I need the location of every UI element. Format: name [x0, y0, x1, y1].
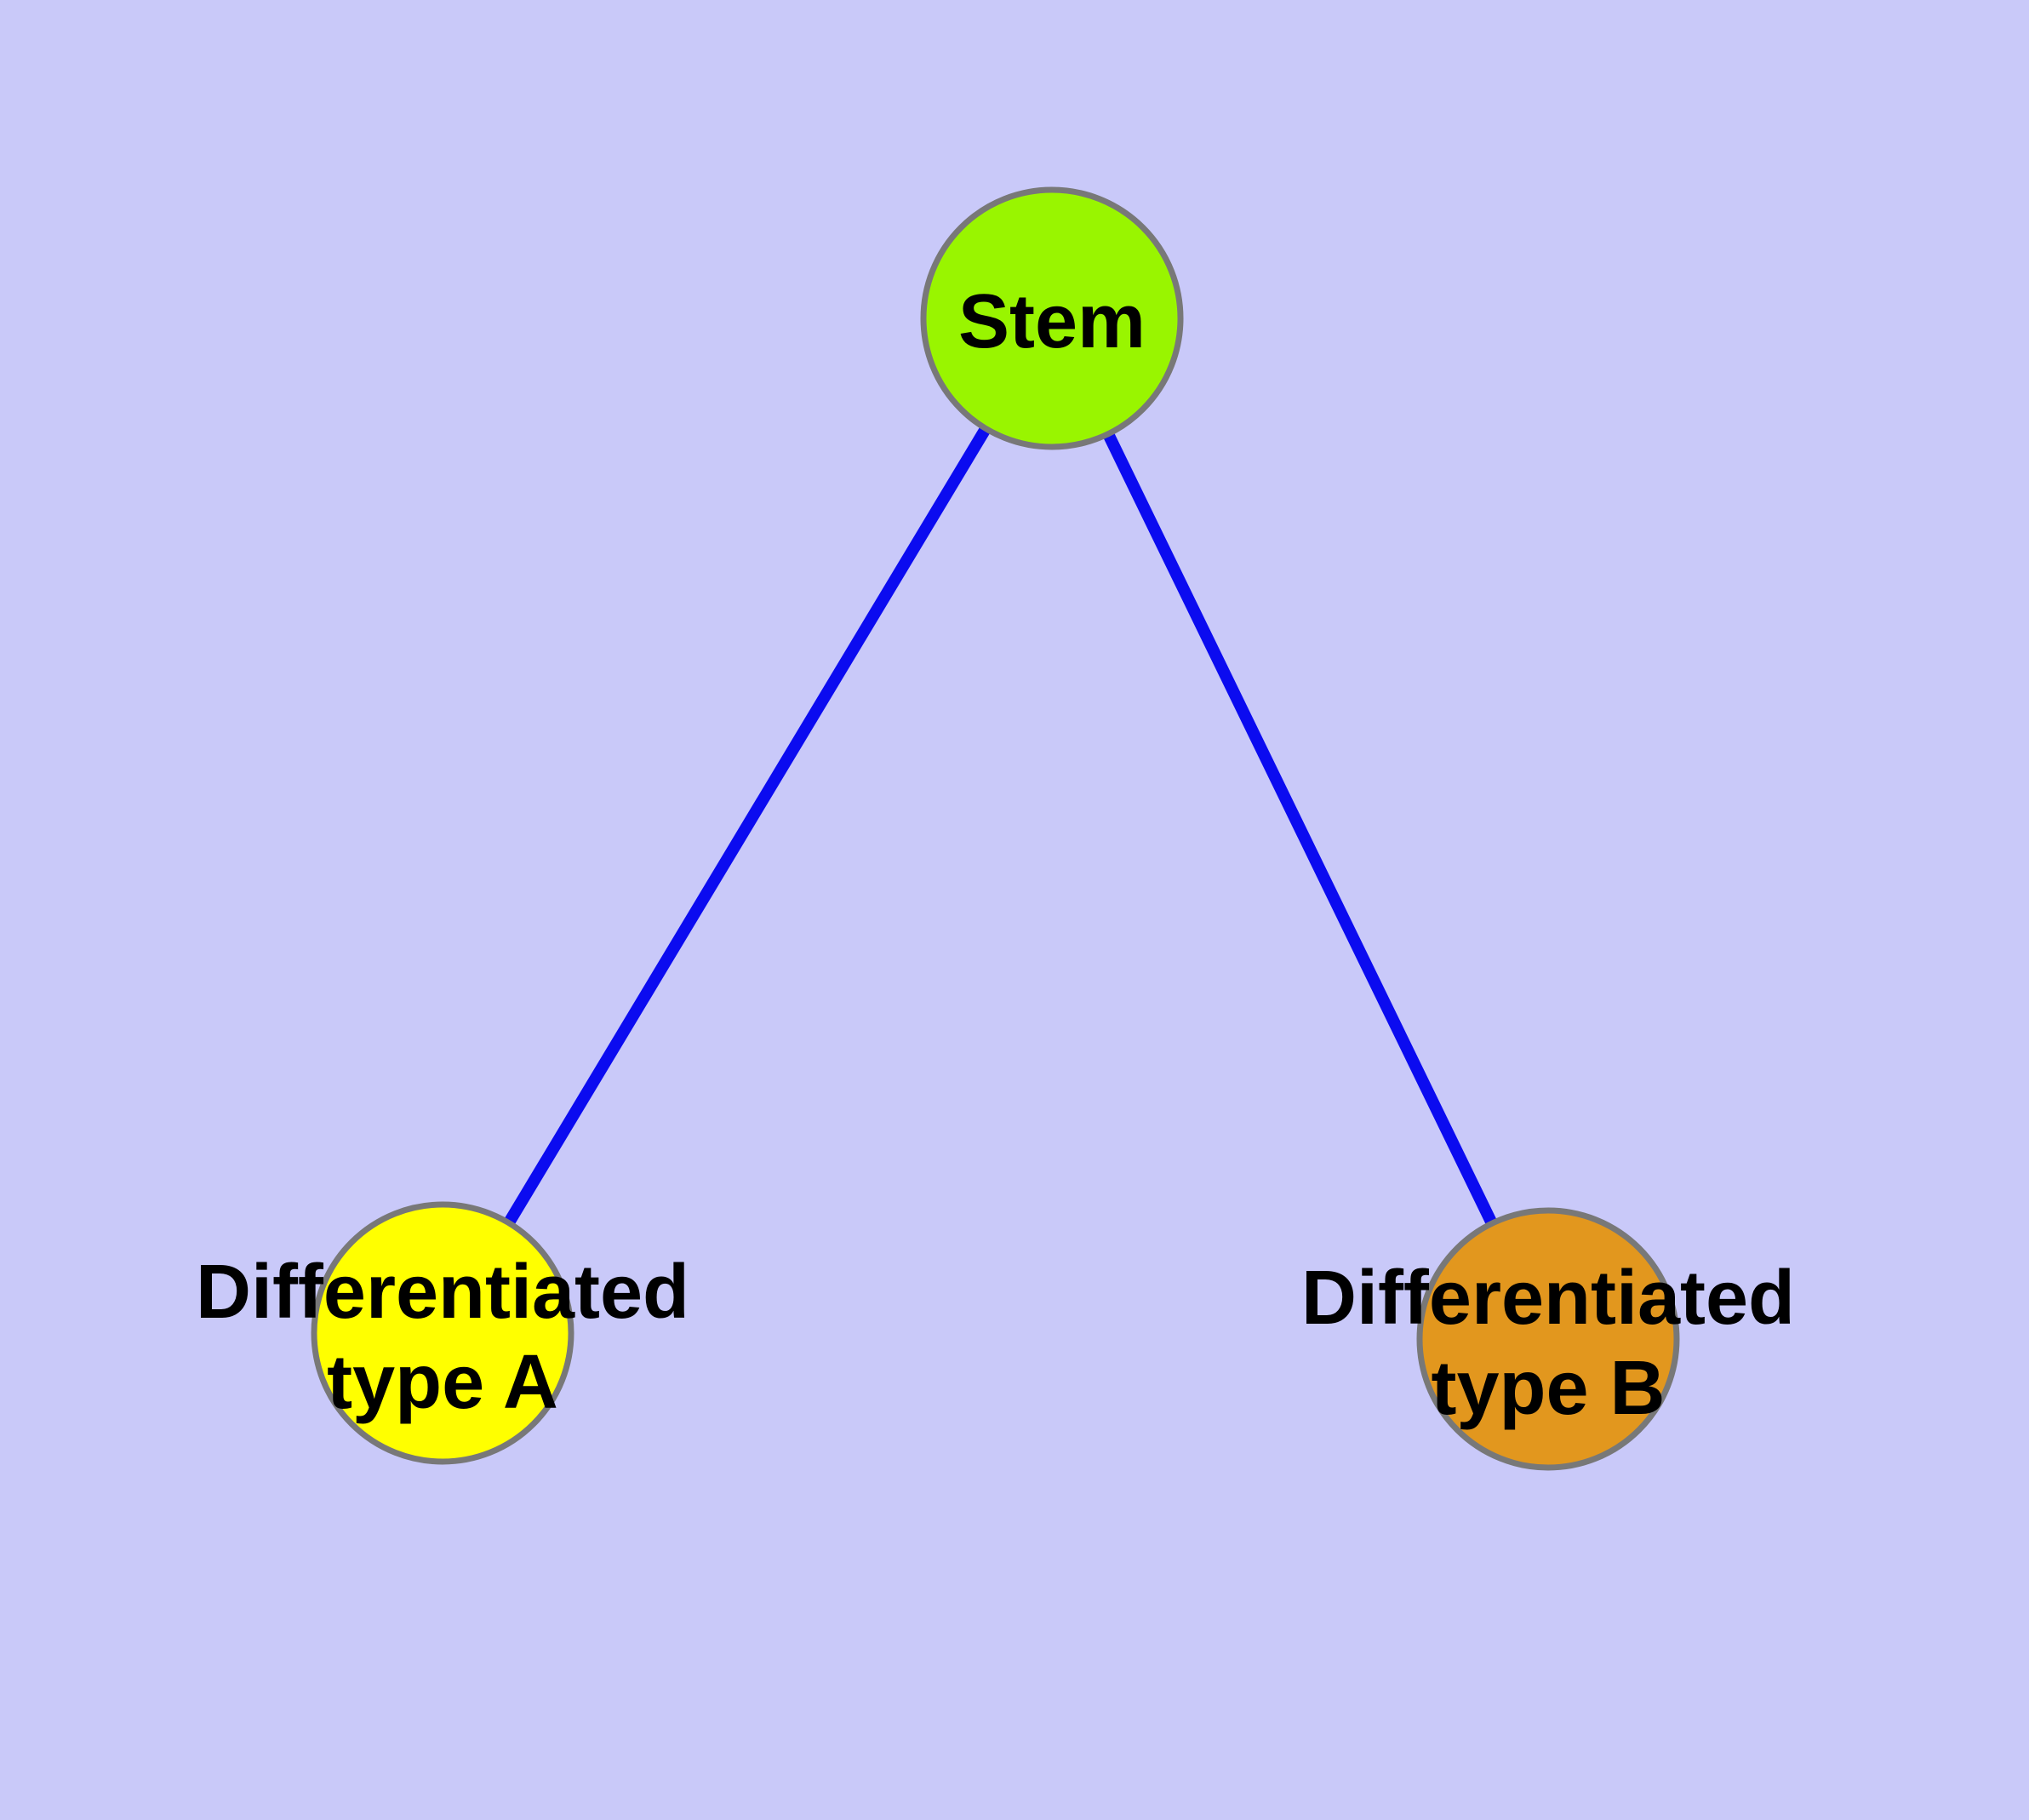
edge-stem-to-type-a: [437, 315, 1058, 1336]
node-stem-label: Stem: [958, 279, 1146, 364]
node-type-b-circle: [1416, 1207, 1680, 1471]
edge-stem-to-type-b: [1046, 315, 1554, 1342]
node-stem-circle: [920, 186, 1184, 450]
node-type-b-label-line2: type B: [1431, 1346, 1665, 1431]
node-type-a-label-line1: Differentiated: [196, 1250, 689, 1335]
node-type-b-label-line1: Differentiated: [1301, 1256, 1795, 1341]
node-type-a-circle: [311, 1201, 574, 1465]
node-type-a-label-line2: type A: [327, 1340, 558, 1425]
